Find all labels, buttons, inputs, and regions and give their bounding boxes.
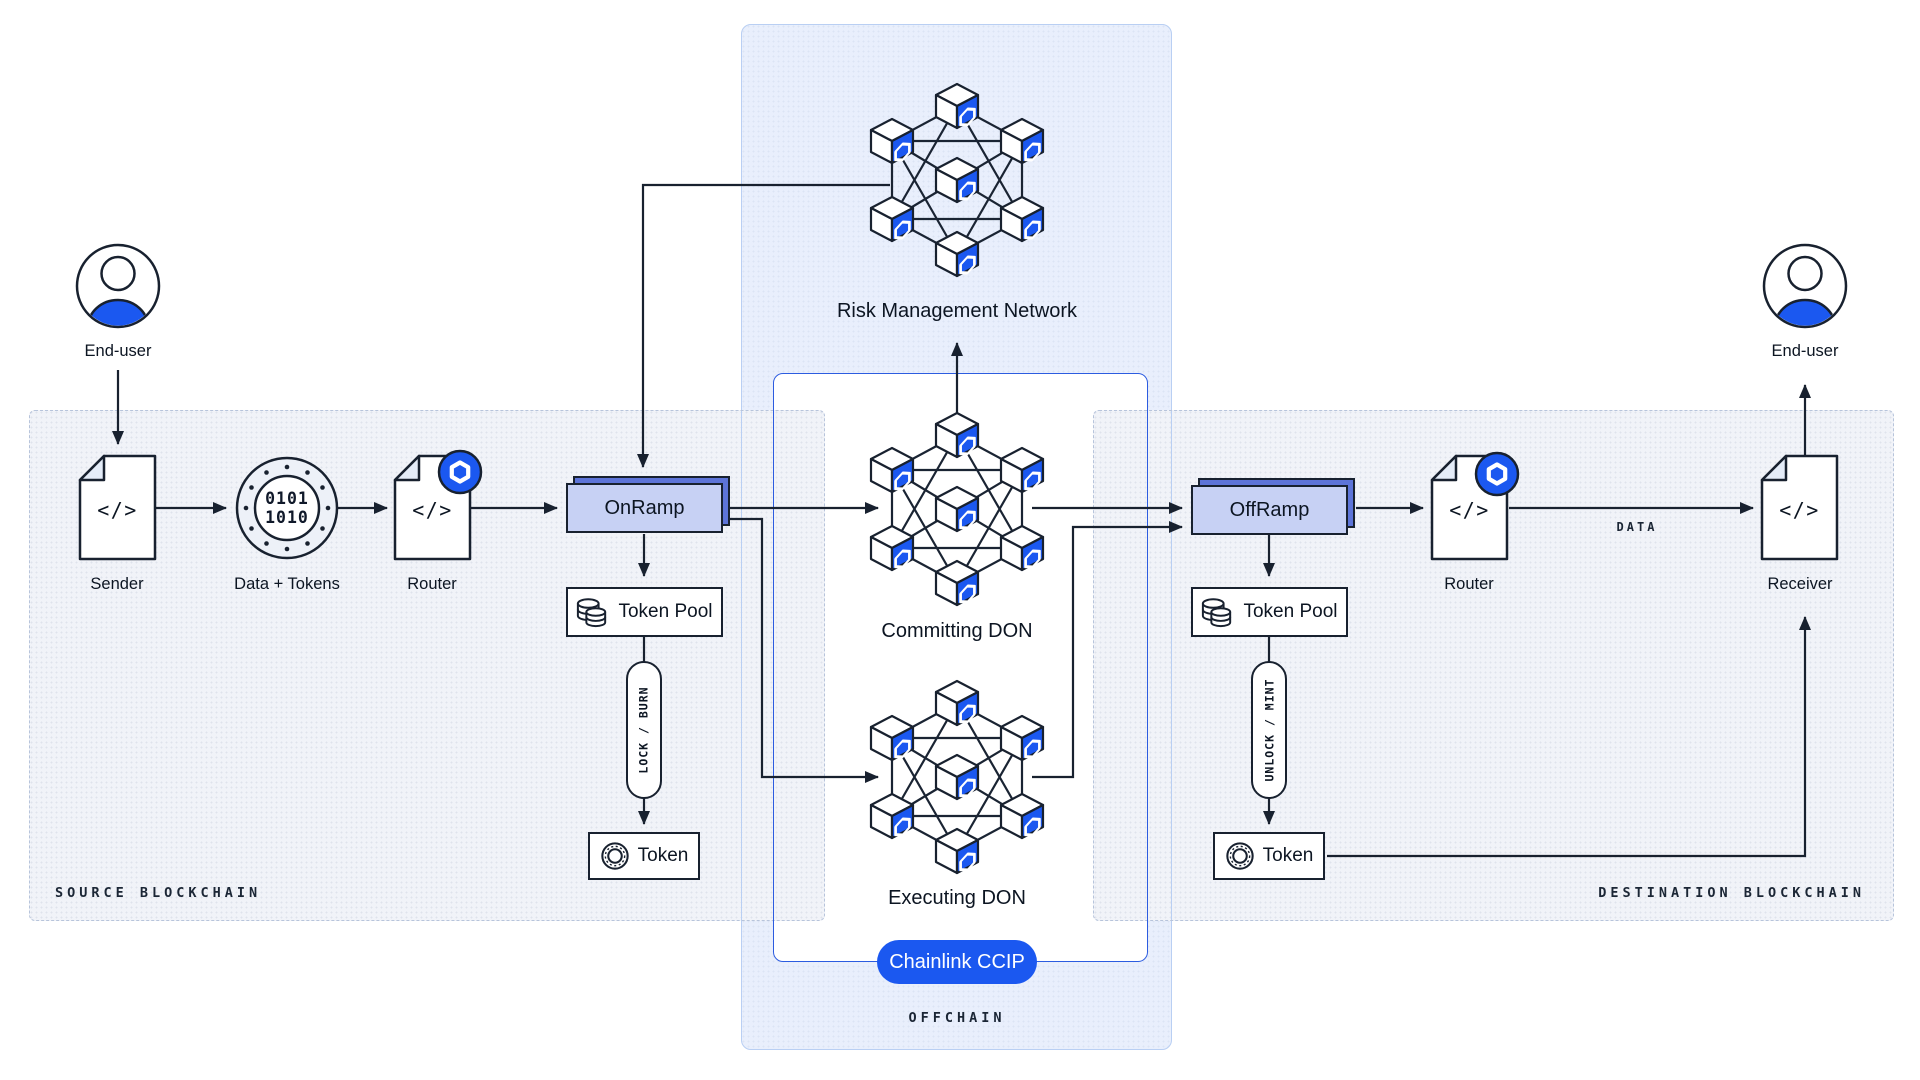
- end-user-label-left: End-user: [84, 342, 152, 360]
- offchain-label: OFFCHAIN: [908, 1010, 1006, 1026]
- onramp-node: OnRamp: [566, 476, 730, 533]
- connector-token-to-receiver: [1327, 616, 1811, 858]
- offramp-node: OffRamp: [1191, 478, 1355, 535]
- source-token-pool-label: Token Pool: [618, 601, 713, 622]
- end-user-label-right: End-user: [1771, 342, 1839, 360]
- receiver-code-glyph: </>: [1779, 498, 1820, 522]
- connector-executing-don-to-offramp: [1032, 521, 1183, 779]
- chainlink-ccip-badge: Chainlink CCIP: [877, 940, 1037, 984]
- connector-onramp-to-executing-don: [726, 517, 879, 783]
- binary-line-1: 0101: [265, 489, 309, 508]
- source-panel-border: [29, 410, 825, 921]
- chainlink-badge-icon-left: [439, 451, 481, 493]
- dest-token-pool-label: Token Pool: [1243, 601, 1338, 622]
- binary-data-text: 0101 1010: [265, 489, 309, 527]
- committing-don-cluster: [871, 413, 1043, 606]
- onramp-label: OnRamp: [566, 483, 723, 533]
- binary-line-2: 1010: [265, 508, 309, 527]
- executing-don-label: Executing DON: [888, 887, 1026, 909]
- dest-token-node: Token: [1213, 832, 1325, 880]
- chainlink-badge-icon-right: [1476, 453, 1518, 495]
- risk-management-network-label: Risk Management Network: [836, 300, 1078, 322]
- dest-router-code-glyph: </>: [1449, 498, 1490, 522]
- executing-don-cluster: [871, 681, 1043, 874]
- sender-label: Sender: [90, 575, 144, 593]
- coins-icon: [1202, 598, 1232, 628]
- receiver-label: Receiver: [1767, 575, 1833, 593]
- dest-router-label: Router: [1444, 575, 1494, 593]
- end-user-icon-right: [1764, 245, 1846, 354]
- risk-management-network-cluster: [871, 84, 1043, 277]
- source-token-node: Token: [588, 832, 700, 880]
- end-user-icon-left: [77, 245, 159, 354]
- data-edge-label: DATA: [1616, 520, 1658, 534]
- source-router-code-glyph: </>: [412, 498, 453, 522]
- connectors: [112, 183, 1811, 858]
- connector-rmn-to-onramp: [637, 183, 890, 468]
- coin-icon: [600, 842, 629, 870]
- dest-token-pool-node: Token Pool: [1191, 587, 1348, 637]
- source-blockchain-label: SOURCE BLOCKCHAIN: [55, 885, 262, 901]
- coin-icon: [1225, 842, 1254, 870]
- source-token-pool-node: Token Pool: [566, 587, 723, 637]
- offramp-label: OffRamp: [1191, 485, 1348, 535]
- committing-don-label: Committing DON: [881, 620, 1033, 642]
- source-token-label: Token: [637, 845, 689, 866]
- data-tokens-label: Data + Tokens: [234, 575, 340, 593]
- offchain-panel-border: [741, 24, 1172, 1050]
- coins-icon: [577, 598, 607, 628]
- dest-token-label: Token: [1262, 845, 1314, 866]
- lock-burn-pill: LOCK / BURN: [626, 661, 662, 799]
- sender-code-glyph: </>: [97, 498, 138, 522]
- unlock-mint-label: UNLOCK / MINT: [1262, 678, 1277, 782]
- destination-blockchain-label: DESTINATION BLOCKCHAIN: [1598, 885, 1865, 901]
- lock-burn-label: LOCK / BURN: [637, 686, 652, 774]
- unlock-mint-pill: UNLOCK / MINT: [1251, 661, 1287, 799]
- source-router-label: Router: [407, 575, 457, 593]
- destination-panel-border: [1093, 410, 1894, 921]
